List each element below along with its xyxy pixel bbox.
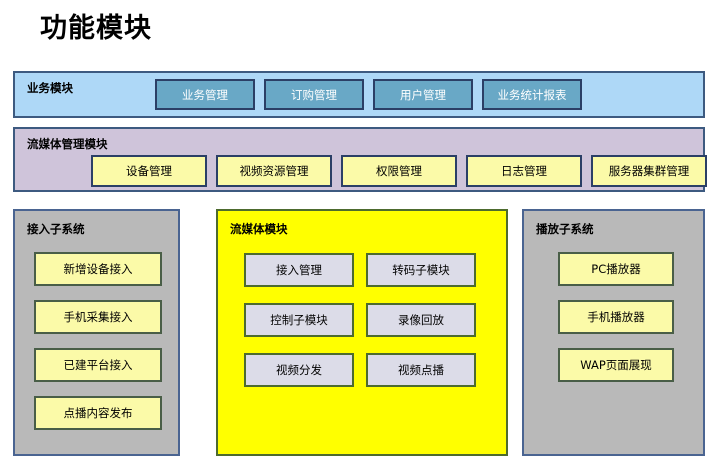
module-chip-order-management[interactable]: 订购管理: [264, 79, 364, 110]
band-stream-management-items: 设备管理 视频资源管理 权限管理 日志管理 服务器集群管理: [91, 155, 707, 187]
module-item-transcoding-submodule[interactable]: 转码子模块: [366, 253, 476, 287]
module-item-pc-player[interactable]: PC播放器: [558, 252, 674, 286]
module-item-control-submodule[interactable]: 控制子模块: [244, 303, 354, 337]
module-chip-user-management[interactable]: 用户管理: [373, 79, 473, 110]
column-player-subsystem-items: PC播放器 手机播放器 WAP页面展现: [558, 252, 674, 382]
module-item-recording-playback[interactable]: 录像回放: [366, 303, 476, 337]
column-access-subsystem-title: 接入子系统: [27, 222, 85, 236]
column-access-subsystem-items: 新增设备接入 手机采集接入 已建平台接入 点播内容发布: [34, 252, 162, 430]
module-chip-video-resource-management[interactable]: 视频资源管理: [216, 155, 332, 187]
module-chip-business-report[interactable]: 业务统计报表: [482, 79, 582, 110]
module-chip-log-management[interactable]: 日志管理: [466, 155, 582, 187]
module-item-video-distribution[interactable]: 视频分发: [244, 353, 354, 387]
module-item-existing-platform-access[interactable]: 已建平台接入: [34, 348, 162, 382]
module-item-access-management[interactable]: 接入管理: [244, 253, 354, 287]
module-item-video-on-demand[interactable]: 视频点播: [366, 353, 476, 387]
module-chip-server-cluster-management[interactable]: 服务器集群管理: [591, 155, 707, 187]
module-item-new-device-access[interactable]: 新增设备接入: [34, 252, 162, 286]
column-streaming-module-title: 流媒体模块: [230, 222, 288, 236]
module-chip-business-management[interactable]: 业务管理: [155, 79, 255, 110]
module-item-mobile-capture-access[interactable]: 手机采集接入: [34, 300, 162, 334]
column-streaming-module: 流媒体模块 接入管理 转码子模块 控制子模块 录像回放 视频分发 视频点播: [216, 209, 508, 456]
page-title: 功能模块: [40, 13, 152, 44]
module-chip-permission-management[interactable]: 权限管理: [341, 155, 457, 187]
band-business-module: 业务模块 业务管理 订购管理 用户管理 业务统计报表: [13, 71, 705, 118]
band-business-title: 业务模块: [27, 81, 73, 95]
module-item-mobile-player[interactable]: 手机播放器: [558, 300, 674, 334]
column-streaming-module-items: 接入管理 转码子模块 控制子模块 录像回放 视频分发 视频点播: [244, 253, 476, 387]
module-item-wap-page-display[interactable]: WAP页面展现: [558, 348, 674, 382]
band-stream-management-title: 流媒体管理模块: [27, 137, 108, 151]
column-access-subsystem: 接入子系统 新增设备接入 手机采集接入 已建平台接入 点播内容发布: [13, 209, 180, 456]
column-player-subsystem-title: 播放子系统: [536, 222, 594, 236]
module-chip-device-management[interactable]: 设备管理: [91, 155, 207, 187]
band-stream-management-module: 流媒体管理模块 设备管理 视频资源管理 权限管理 日志管理 服务器集群管理: [13, 127, 707, 192]
column-player-subsystem: 播放子系统 PC播放器 手机播放器 WAP页面展现: [522, 209, 705, 456]
module-item-vod-content-publish[interactable]: 点播内容发布: [34, 396, 162, 430]
band-business-items: 业务管理 订购管理 用户管理 业务统计报表: [155, 79, 582, 110]
